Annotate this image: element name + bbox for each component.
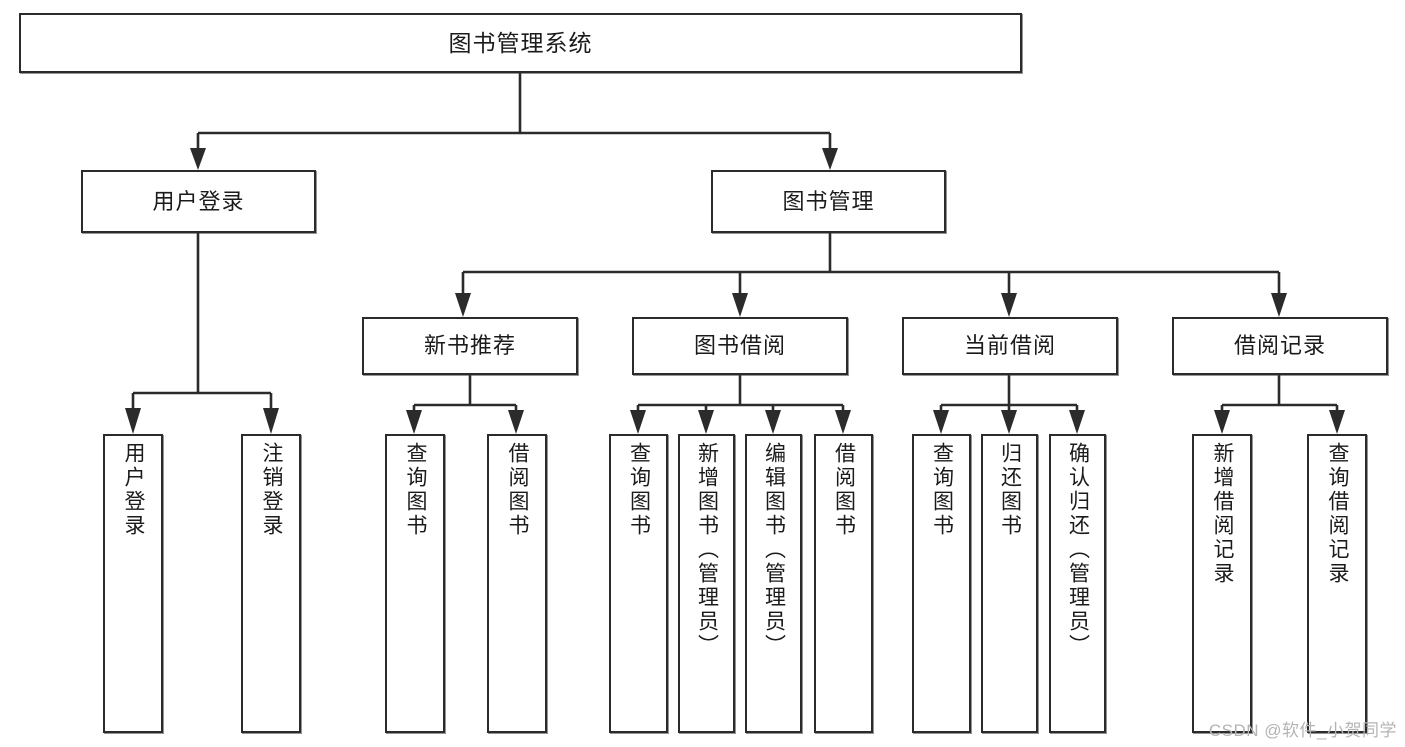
arrow-leaf-add-borrow-record [1214,410,1230,434]
leaf-return-book-label: 归还图书 [998,442,1022,538]
arrow-leaf-return-book [1001,410,1017,434]
node-borrow-record[interactable]: 借阅记录 [1172,317,1388,375]
node-current-borrow-label: 当前借阅 [963,333,1056,359]
node-book-borrow-label: 图书借阅 [693,333,786,359]
arrow-to-book-borrow [732,293,748,317]
arrow-leaf-query-book-3 [933,410,949,434]
node-user-login-label: 用户登录 [152,188,245,214]
leaf-return-book[interactable]: 归还图书 [981,434,1038,733]
leaf-query-book-3[interactable]: 查询图书 [912,434,971,733]
leaf-query-book-2-label: 查询图书 [627,442,651,538]
leaf-query-book-1-label: 查询图书 [404,442,428,538]
arrow-leaf-borrow-book-2 [835,410,851,434]
leaf-confirm-return[interactable]: 确认归还（管理员） [1049,434,1106,733]
leaf-query-borrow-record[interactable]: 查询借阅记录 [1307,434,1367,733]
arrow-leaf-query-book-1 [406,410,422,434]
leaf-edit-book[interactable]: 编辑图书（管理员） [745,434,802,733]
arrow-leaf-confirm-return [1069,410,1085,434]
leaf-user-login[interactable]: 用户登录 [103,434,163,733]
leaf-borrow-book-1[interactable]: 借阅图书 [487,434,547,733]
leaf-add-borrow-record-label: 新增借阅记录 [1211,442,1235,586]
node-root[interactable]: 图书管理系统 [19,13,1022,73]
node-book-borrow[interactable]: 图书借阅 [632,317,848,375]
arrow-to-borrow-record [1271,293,1287,317]
arrow-leaf-query-borrow-record [1329,410,1345,434]
node-borrow-record-label: 借阅记录 [1233,333,1326,359]
leaf-query-book-1[interactable]: 查询图书 [385,434,445,733]
leaf-borrow-book-1-label: 借阅图书 [506,442,530,538]
leaf-user-logout-label: 注销登录 [260,442,284,538]
leaf-borrow-book-2[interactable]: 借阅图书 [814,434,873,733]
leaf-add-book-label: 新增图书（管理员） [695,442,719,658]
arrow-to-new-book-recommend [455,293,471,317]
arrow-leaf-user-login [125,408,141,434]
node-new-book-recommend[interactable]: 新书推荐 [362,317,578,375]
arrow-to-current-borrow [1001,293,1017,317]
node-current-borrow[interactable]: 当前借阅 [902,317,1118,375]
leaf-user-login-label: 用户登录 [122,442,146,538]
csdn-watermark: CSDN @软件_小贺同学 [1208,721,1397,740]
arrow-leaf-user-logout [263,408,279,434]
node-new-book-recommend-label: 新书推荐 [423,333,516,359]
leaf-edit-book-label: 编辑图书（管理员） [762,442,786,658]
leaf-borrow-book-2-label: 借阅图书 [832,442,856,538]
leaf-query-borrow-record-label: 查询借阅记录 [1326,442,1350,586]
leaf-add-book[interactable]: 新增图书（管理员） [678,434,735,733]
leaf-query-book-3-label: 查询图书 [930,442,954,538]
node-root-label: 图书管理系统 [448,29,593,56]
arrow-root-to-book-mgmt [822,148,838,170]
arrow-leaf-edit-book [765,410,781,434]
arrow-root-to-user-login [190,148,206,170]
leaf-confirm-return-label: 确认归还（管理员） [1066,442,1090,658]
leaf-query-book-2[interactable]: 查询图书 [609,434,668,733]
node-user-login[interactable]: 用户登录 [81,170,316,233]
node-book-management-label: 图书管理 [782,188,875,214]
leaf-user-logout[interactable]: 注销登录 [241,434,301,733]
arrow-leaf-borrow-book-1 [508,410,524,434]
leaf-add-borrow-record[interactable]: 新增借阅记录 [1192,434,1252,733]
node-book-management[interactable]: 图书管理 [711,170,946,233]
arrow-leaf-query-book-2 [630,410,646,434]
arrow-leaf-add-book [698,410,714,434]
